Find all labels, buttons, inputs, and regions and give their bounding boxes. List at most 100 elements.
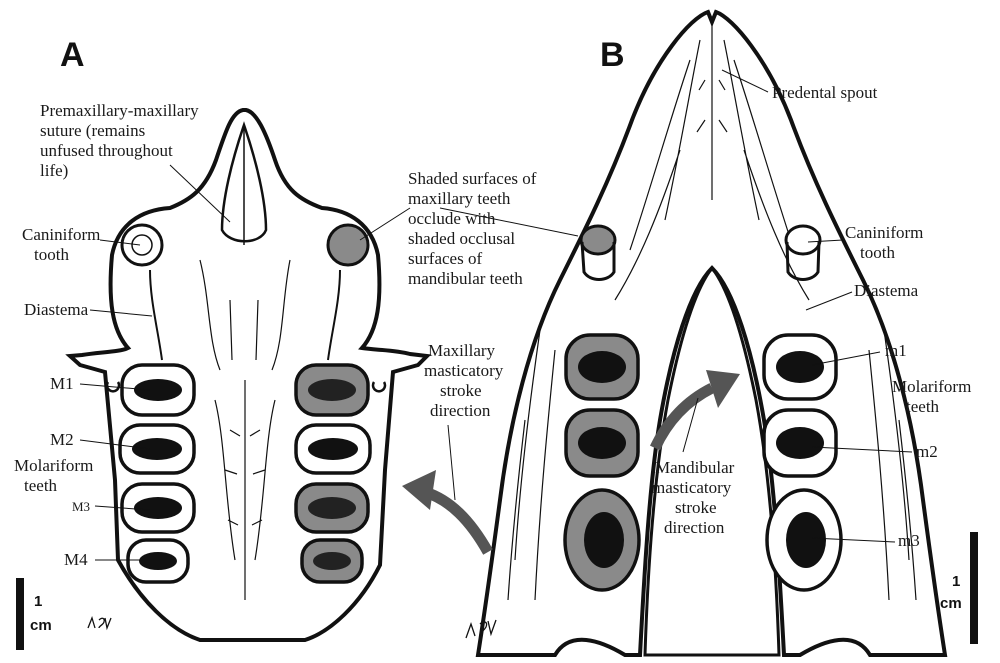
suture-label-line-2: suture (remains: [40, 121, 145, 140]
panel-label-a: A: [60, 36, 85, 74]
maxillary-stroke-arrow: [423, 486, 493, 555]
leader-shaded-a: [359, 207, 411, 241]
leader-m2-a: [79, 439, 151, 450]
scale-bar-right-unit: cm: [940, 595, 962, 612]
mandibular-stroke-line-3: stroke: [675, 498, 717, 517]
leader-stroke-a: [447, 424, 456, 501]
leader-m1-a: [79, 383, 151, 391]
tooth-M4-right-occlusal: [313, 552, 351, 570]
zygomatic-hook-left: [105, 381, 121, 393]
shaded-label-line-4: shaded occlusal: [408, 229, 515, 248]
tooth-m2-right-occlusal: [776, 427, 824, 459]
leader-predental: [721, 69, 769, 93]
diastema-label-a: Diastema: [24, 300, 89, 319]
tooth-m1-right-occlusal: [776, 351, 824, 383]
mandibular-stroke-label: Mandibular masticatory stroke direction: [652, 458, 735, 537]
tooth-M3-left-occlusal: [134, 497, 182, 519]
tooth-m3-left-occlusal: [584, 512, 624, 568]
m1-label-b: m1: [885, 341, 907, 360]
shaded-label-line-6: mandibular teeth: [408, 269, 523, 288]
molariform-a-line-2: teeth: [24, 476, 58, 495]
leader-lines: [79, 69, 913, 561]
shaded-surfaces-label: Shaded surfaces of maxillary teeth occlu…: [408, 169, 537, 288]
mandibular-stroke-line-2: masticatory: [652, 478, 732, 497]
tooth-M1-left-occlusal: [134, 379, 182, 401]
diastema-label-b: Diastema: [854, 281, 919, 300]
leader-stroke-b: [682, 397, 699, 453]
leader-caniniform-a: [99, 239, 141, 246]
maxillary-stroke-arrowhead: [402, 470, 436, 510]
mandibular-caniniform-left-shaded: [579, 224, 617, 256]
shaded-label-line-5: surfaces of: [408, 249, 482, 268]
scale-bar-right-value: 1: [952, 573, 960, 590]
maxillary-molars-left: [118, 363, 196, 584]
m3-label-b: m3: [898, 531, 920, 550]
m4-label-a: M4: [64, 550, 88, 569]
mandibular-stroke-arrow: [650, 383, 715, 451]
predental-spout-texture: [614, 25, 810, 301]
tooth-M4-left-occlusal: [139, 552, 177, 570]
maxillary-stroke-line-3: stroke: [440, 381, 482, 400]
caniniform-label-b: Caniniform tooth: [845, 223, 923, 262]
shaded-label-line-3: occlude with: [408, 209, 496, 228]
caniniform-left-root: [580, 241, 616, 281]
tooth-M2-right-occlusal: [308, 438, 358, 460]
panel-label-b: B: [600, 36, 625, 74]
mandibular-stroke-line-1: Mandibular: [655, 458, 735, 477]
caniniform-right-root: [785, 241, 821, 281]
ramus-texture-left: [507, 329, 556, 601]
m2-label-a: M2: [50, 430, 74, 449]
maxillary-molars-right-shaded: [294, 363, 372, 584]
m1-label-a: M1: [50, 374, 74, 393]
suture-label-line-4: life): [40, 161, 68, 180]
skull-outline: [65, 108, 432, 642]
caniniform-tooth-left: [120, 223, 164, 267]
mandibular-molars-right: [762, 333, 843, 592]
mandible-inner-gap: [643, 265, 781, 657]
tooth-m3-right-occlusal: [786, 512, 826, 568]
leader-caniniform-b: [807, 239, 844, 243]
panel-b-mandible: [475, 9, 948, 657]
shaded-label-line-1: Shaded surfaces of: [408, 169, 537, 188]
scale-bar-left: [16, 578, 24, 650]
molariform-label-b: Molariform teeth: [892, 377, 971, 416]
scale-bar-left-unit: cm: [30, 617, 52, 634]
maxillary-stroke-line-2: masticatory: [424, 361, 504, 380]
m2-label-b: m2: [916, 442, 938, 461]
leader-diastema-a: [89, 309, 153, 317]
caniniform-tooth-right-shaded: [326, 223, 370, 267]
leader-m1-b: [811, 351, 881, 366]
tooth-m2-left-occlusal: [578, 427, 626, 459]
leader-m3-b: [811, 537, 896, 543]
suture-label-line-3: unfused throughout: [40, 141, 173, 160]
molariform-b-line-2: teeth: [906, 397, 940, 416]
leader-m2-b: [811, 446, 913, 453]
molariform-b-line-1: Molariform: [892, 377, 971, 396]
suture-label: Premaxillary-maxillary suture (remains u…: [40, 101, 199, 180]
zygomatic-hook-right: [371, 381, 387, 393]
mandibular-caniniform-right: [784, 224, 822, 256]
m3-label-a: M3: [72, 499, 90, 514]
artist-signature-b: [465, 619, 497, 639]
maxillary-stroke-line-1: Maxillary: [428, 341, 496, 360]
scale-bar-right: [970, 532, 978, 644]
molariform-label-a: Molariform teeth: [14, 456, 93, 495]
suture-label-line-1: Premaxillary-maxillary: [40, 101, 199, 120]
tooth-m1-left-occlusal: [578, 351, 626, 383]
scale-bar-left-value: 1: [34, 593, 42, 610]
maxillary-stroke-line-4: direction: [430, 401, 491, 420]
diastema-ridge-left: [149, 269, 163, 361]
mandibular-stroke-arrowhead: [706, 370, 740, 408]
leader-m3-a: [94, 505, 151, 511]
molariform-a-line-1: Molariform: [14, 456, 93, 475]
caniniform-label-a: Caniniform tooth: [22, 225, 100, 264]
mandibular-molars-left-shaded: [563, 333, 641, 592]
caniniform-a-line-2: tooth: [34, 245, 69, 264]
leader-suture: [169, 164, 231, 223]
mandibular-stroke-line-4: direction: [664, 518, 725, 537]
ramus-texture-right: [868, 329, 917, 601]
artist-signature-a: [87, 616, 112, 631]
tooth-M1-right-occlusal: [308, 379, 356, 401]
leader-shaded-b: [439, 207, 579, 237]
tooth-M2-left-occlusal: [132, 438, 182, 460]
